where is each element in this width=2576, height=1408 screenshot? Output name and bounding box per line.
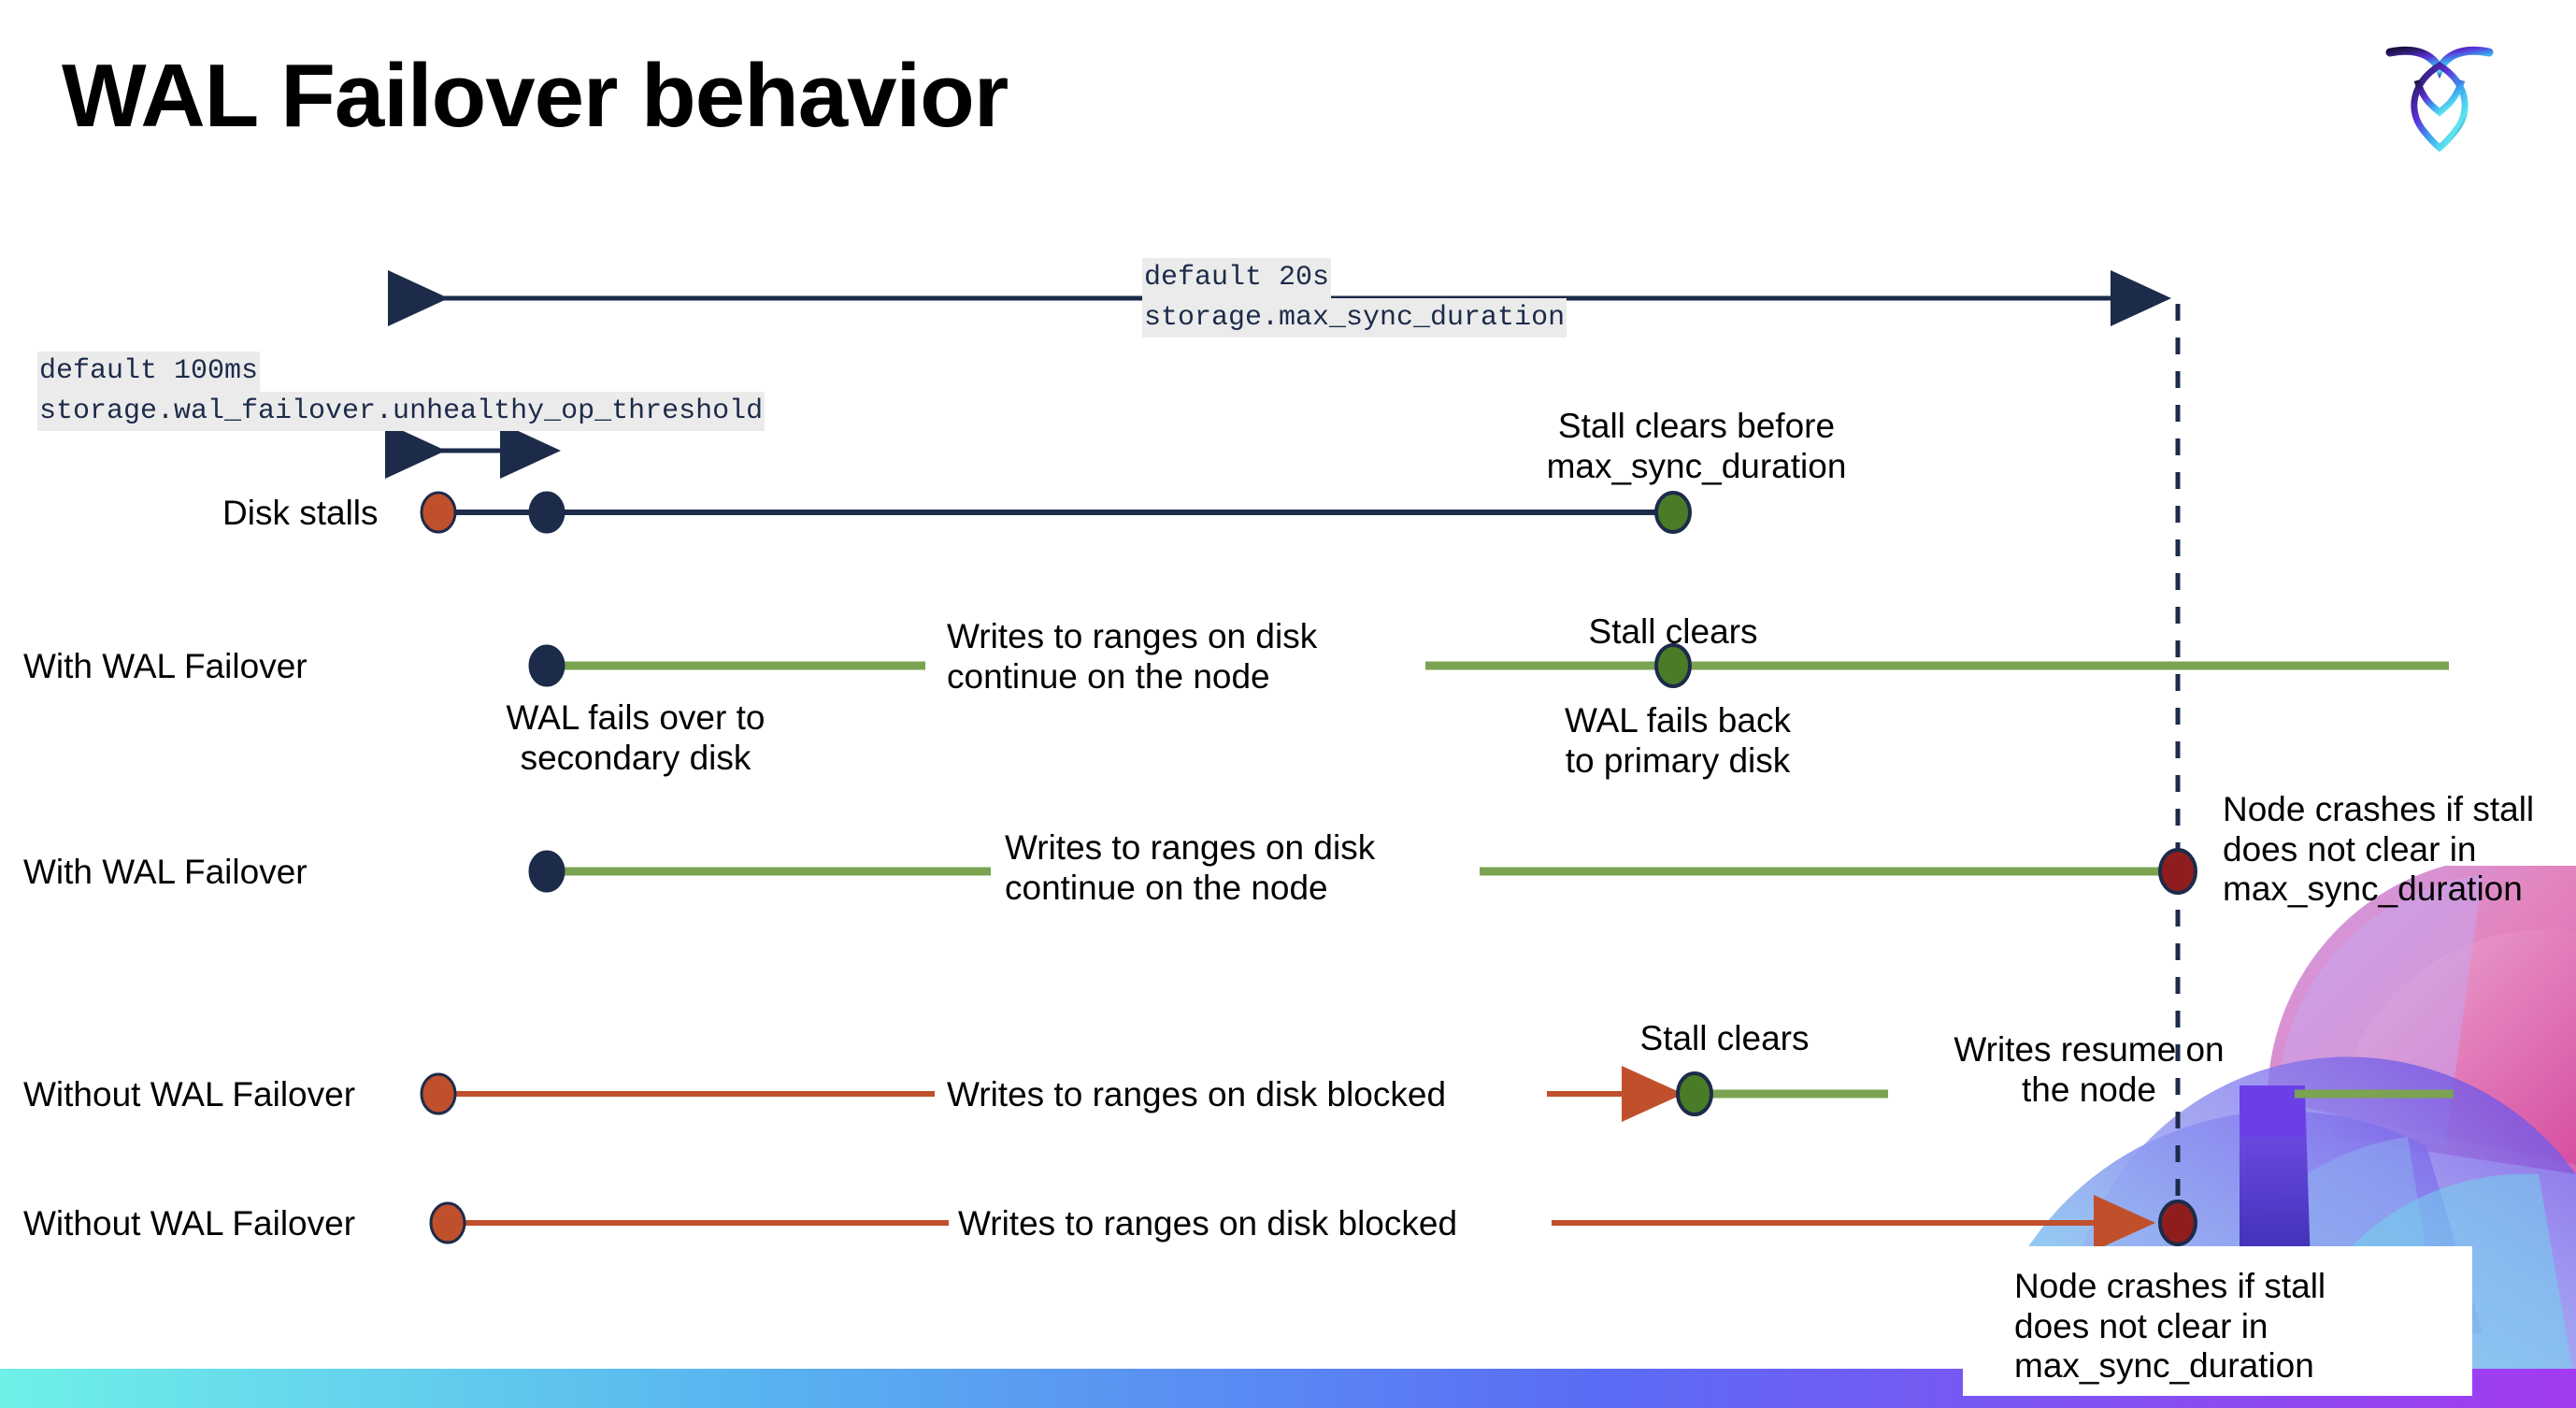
note-writes-resume: Writes resume on the node: [1953, 1030, 2225, 1109]
note-stall-clears-2: Stall clears: [1639, 1019, 1810, 1057]
note-node-crashes-1: Node crashes if stall does not clear in …: [2223, 790, 2535, 909]
note-writes-blocked-1: Writes to ranges on disk blocked: [947, 1075, 1447, 1113]
max-sync-duration-annotation: default 20s storage.max_sync_duration: [1142, 258, 1567, 338]
row-without-wal-failover-2-track: [429, 1195, 2197, 1251]
note-writes-continue-1: Writes to ranges on disk continue on the…: [947, 617, 1318, 696]
unhealthy-op-threshold-annotation: default 100ms storage.wal_failover.unhea…: [37, 352, 766, 431]
row-label-with-wal-failover-2: With WAL Failover: [23, 853, 308, 891]
unhealthy-op-default-text: default 100ms: [37, 352, 261, 392]
row-label-with-wal-failover-1: With WAL Failover: [23, 647, 308, 685]
cockroachdb-logo-icon: [2385, 46, 2494, 152]
row-with-wal-failover-2-track: [528, 848, 2197, 895]
note-writes-blocked-2: Writes to ranges on disk blocked: [958, 1204, 1458, 1243]
row-with-wal-failover-1-track: [528, 643, 2449, 688]
note-writes-continue-2: Writes to ranges on disk continue on the…: [1005, 828, 1376, 907]
callout-backdrop: [1963, 1246, 2472, 1396]
note-node-crashes-2: Node crashes if stall does not clear in …: [2014, 1267, 2326, 1386]
page-title: WAL Failover behavior: [62, 46, 1009, 146]
row-label-disk-stalls: Disk stalls: [222, 494, 379, 532]
note-wal-fails-over: WAL fails over to secondary disk: [506, 698, 766, 777]
note-wal-fails-back: WAL fails back to primary disk: [1565, 701, 1791, 780]
max-sync-default-text: default 20s: [1142, 258, 1332, 298]
note-stall-clears-1: Stall clears: [1588, 612, 1758, 651]
unhealthy-op-setting-text: storage.wal_failover.unhealthy_op_thresh…: [37, 391, 766, 431]
row-disk-stalls-track: [420, 491, 1692, 534]
row-without-wal-failover-1-track: [420, 1066, 2454, 1122]
note-stall-clears-before-max-sync: Stall clears before max_sync_duration: [1546, 407, 1847, 485]
max-sync-setting-text: storage.max_sync_duration: [1142, 297, 1567, 338]
row-label-without-wal-failover-2: Without WAL Failover: [23, 1204, 356, 1243]
row-label-without-wal-failover-1: Without WAL Failover: [23, 1075, 356, 1113]
